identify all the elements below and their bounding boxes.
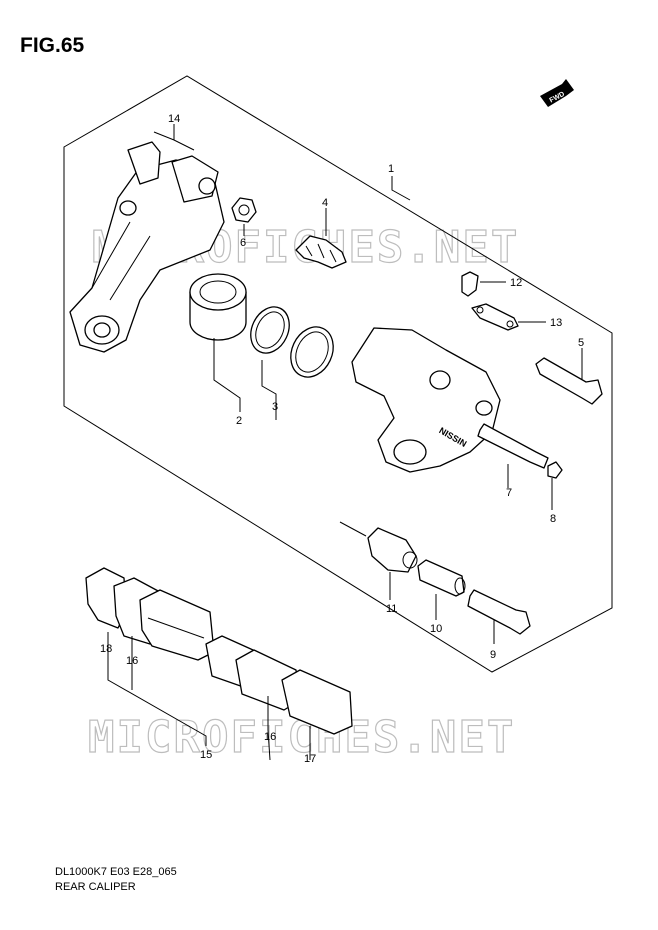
callout-10: 10 [430, 623, 442, 635]
bleeder-cap [471, 303, 519, 331]
brake-pad-set [85, 567, 353, 735]
callout-1: 1 [388, 163, 394, 175]
callout-6: 6 [240, 237, 246, 249]
callout-15: 15 [200, 749, 212, 761]
piston-seals [250, 306, 334, 378]
callout-17: 17 [304, 753, 316, 765]
callout-8: 8 [550, 513, 556, 525]
callout-16b: 16 [264, 731, 276, 743]
leader-lines [107, 124, 583, 761]
assembly-outline [63, 75, 613, 673]
boot-part [367, 527, 418, 573]
bleeder-valve [461, 271, 479, 297]
pad-pin [477, 423, 549, 469]
pad-spring [295, 235, 347, 269]
figure-title: FIG.65 [20, 34, 85, 57]
caliper-bracket [69, 141, 225, 353]
callout-16a: 16 [126, 655, 138, 667]
callout-3: 3 [272, 401, 278, 413]
sleeve-part [417, 559, 466, 597]
callout-12: 12 [510, 277, 522, 289]
figure-code: DL1000K7 E03 E28_065 [55, 866, 177, 878]
fwd-arrow-icon: FWD [540, 79, 574, 107]
callout-4: 4 [322, 197, 328, 209]
callout-13: 13 [550, 317, 562, 329]
callout-5: 5 [578, 337, 584, 349]
callout-18: 18 [100, 643, 112, 655]
pin-plug [547, 461, 563, 479]
callout-2: 2 [236, 415, 242, 427]
bolt-part [467, 589, 531, 635]
callout-7: 7 [506, 487, 512, 499]
caliper-body: NISSIN [351, 327, 501, 473]
figure-name: REAR CALIPER [55, 881, 136, 893]
nut-part [231, 197, 257, 223]
callout-9: 9 [490, 649, 496, 661]
callout-14: 14 [168, 113, 180, 125]
slide-pin-bolt [535, 357, 603, 405]
callout-11: 11 [386, 603, 397, 615]
piston [189, 273, 247, 341]
